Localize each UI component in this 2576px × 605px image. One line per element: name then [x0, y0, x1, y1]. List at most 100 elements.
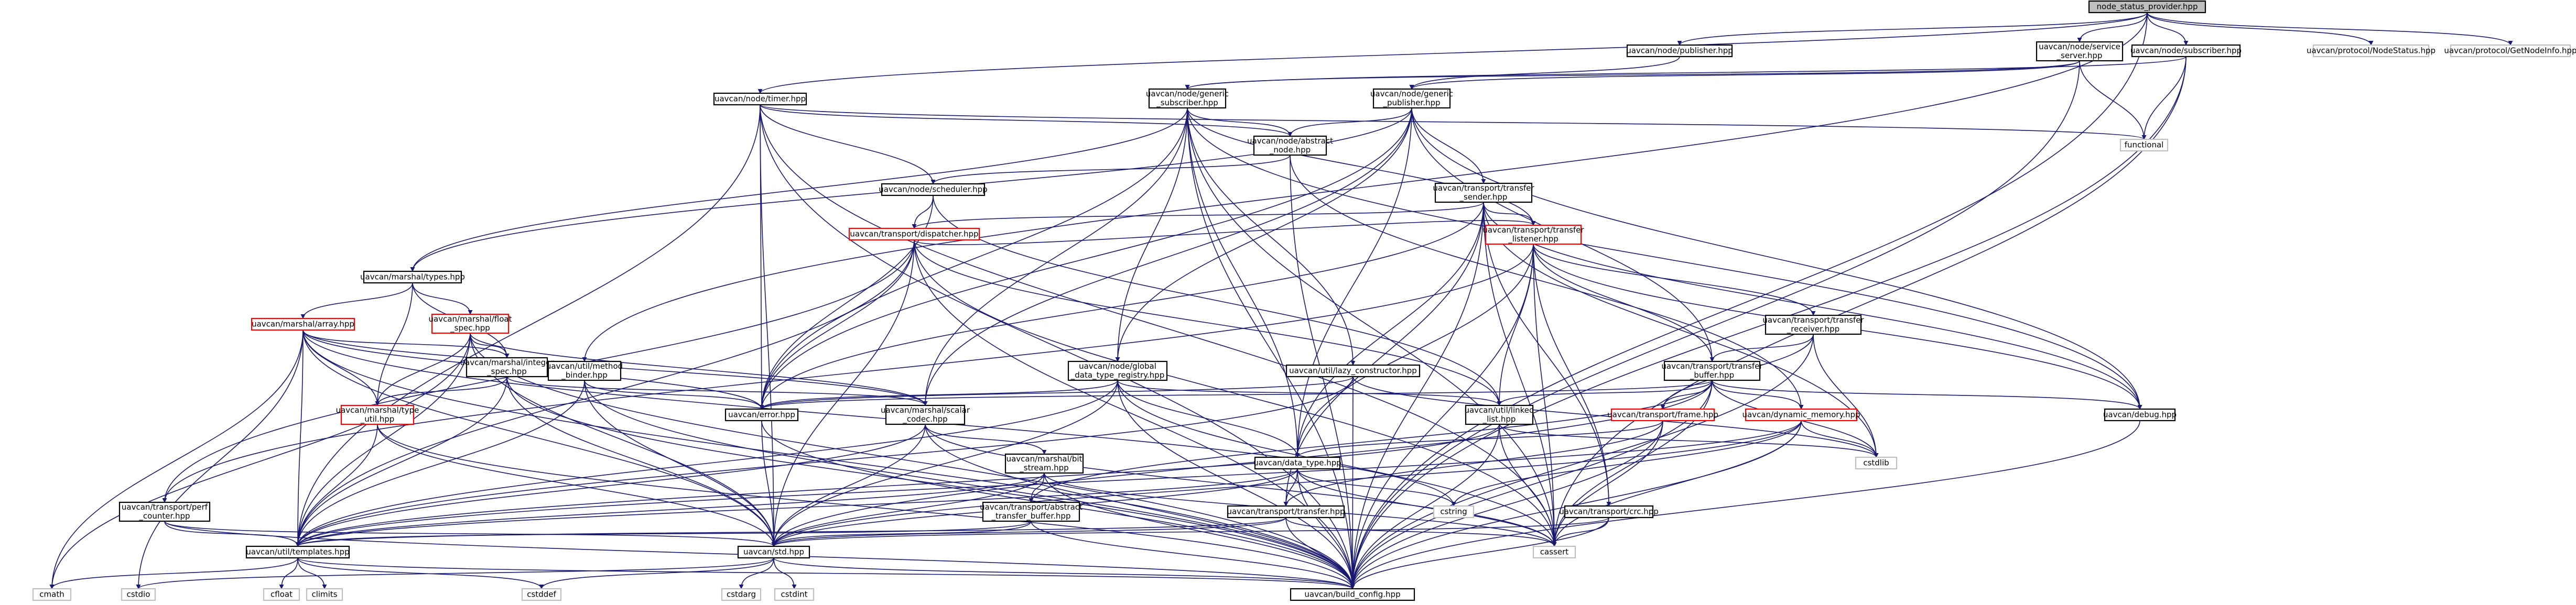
- node-box-cstdint: [774, 588, 815, 601]
- node-nodestatus: uavcan/protocol/NodeStatus.hpp: [2307, 44, 2436, 58]
- edge-generic_subscriber-to-lazy_constructor: [1187, 107, 1356, 366]
- node-box-publisher: [1626, 44, 1733, 58]
- node-box-cstdio: [121, 588, 156, 601]
- node-box-scalar_codec: [885, 404, 966, 425]
- node-marshal_array[interactable]: uavcan/marshal/array.hpp: [251, 317, 355, 331]
- node-timer[interactable]: uavcan/node/timer.hpp: [713, 92, 807, 106]
- node-label-scalar_codec-0: uavcan/marshal/scalar: [881, 405, 970, 415]
- edge-data_type-to-build_config: [1297, 468, 1355, 589]
- node-box-timer: [713, 92, 807, 106]
- node-label-bit_stream-1: _stream.hpp: [1019, 463, 1068, 473]
- node-box-error: [724, 408, 799, 422]
- node-label-perf_counter-0: uavcan/transport/perf: [122, 502, 208, 512]
- node-scheduler[interactable]: uavcan/node/scheduler.hpp: [879, 183, 988, 196]
- node-generic_publisher[interactable]: uavcan/node/generic_publisher.hpp: [1370, 88, 1453, 109]
- edge-dispatcher-to-transfer_listener: [914, 220, 1536, 245]
- node-label-bit_stream-0: uavcan/marshal/bit: [1006, 454, 1083, 464]
- node-error[interactable]: uavcan/error.hpp: [724, 408, 799, 422]
- edge-dynamic_memory-to-cstdlib: [1801, 420, 1879, 458]
- edge-templates-to-cstddef: [297, 557, 544, 589]
- node-method_binder[interactable]: uavcan/util/method_binder.hpp: [546, 360, 623, 381]
- edge-transfer_listener-to-data_type: [1295, 244, 1534, 458]
- node-cmath: cmath: [32, 588, 72, 601]
- node-label-transfer_listener-0: uavcan/transport/transfer: [1482, 225, 1584, 235]
- edge-timer-to-templates: [295, 104, 761, 547]
- edge-dispatcher-to-linked_list: [914, 239, 1502, 406]
- node-box-cstdarg: [721, 588, 762, 601]
- node-box-cstring: [1433, 505, 1475, 519]
- edge-generic_subscriber-to-abstract_node: [1187, 107, 1293, 137]
- node-bit_stream[interactable]: uavcan/marshal/bit_stream.hpp: [1004, 453, 1084, 474]
- edge-subscriber-to-cassert: [1552, 56, 2187, 547]
- node-linked_list[interactable]: uavcan/util/linked_list.hpp: [1464, 404, 1534, 425]
- node-scalar_codec[interactable]: uavcan/marshal/scalar_codec.hpp: [881, 404, 970, 425]
- node-box-dynamic_memory: [1745, 408, 1858, 422]
- node-label-type_util-1: _util.hpp: [360, 414, 395, 424]
- node-box-linked_list: [1465, 404, 1534, 425]
- node-generic_subscriber[interactable]: uavcan/node/generic_subscriber.hpp: [1146, 88, 1229, 109]
- edge-marshal_array-to-templates: [295, 329, 304, 547]
- node-label-transfer_receiver-1: _receiver.hpp: [1787, 324, 1839, 334]
- node-label-transfer_sender-0: uavcan/transport/transfer: [1433, 183, 1534, 193]
- node-label-service_server-0: uavcan/node/service: [2039, 42, 2120, 51]
- edge-dispatcher-to-templates: [295, 239, 915, 547]
- node-dynamic_memory[interactable]: uavcan/dynamic_memory.hpp: [1742, 408, 1860, 422]
- edge-float_spec-to-cmath: [49, 333, 471, 589]
- node-perf_counter[interactable]: uavcan/transport/perf_counter.hpp: [118, 501, 211, 522]
- edge-linked_list-to-cassert: [1499, 424, 1557, 547]
- edge-subscriber-to-generic_subscriber: [1185, 56, 2187, 90]
- node-box-generic_publisher: [1372, 88, 1451, 109]
- node-transfer_receiver[interactable]: uavcan/transport/transfer_receiver.hpp: [1762, 314, 1864, 335]
- edge-transfer_listener-to-crc: [1533, 244, 1611, 507]
- node-dispatcher[interactable]: uavcan/transport/dispatcher.hpp: [848, 227, 980, 241]
- node-transfer_sender[interactable]: uavcan/transport/transfer_sender.hpp: [1433, 182, 1534, 203]
- node-transfer_buffer[interactable]: uavcan/transport/transfer_buffer.hpp: [1661, 360, 1763, 381]
- edge-transfer_buffer-to-linked_list: [1497, 380, 1713, 406]
- node-label-abstract_node-1: _node.hpp: [1269, 145, 1311, 155]
- node-std[interactable]: uavcan/std.hpp: [737, 545, 810, 559]
- edge-transfer_listener-to-build_config: [1350, 244, 1534, 589]
- node-label-cstdarg-0: cstdarg: [727, 590, 756, 599]
- node-label-templates-0: uavcan/util/templates.hpp: [246, 547, 349, 557]
- edge-data_type-to-cstring: [1297, 468, 1456, 507]
- node-root[interactable]: node_status_provider.hpp: [2088, 0, 2206, 14]
- node-transfer_listener[interactable]: uavcan/transport/transfer_listener.hpp: [1482, 224, 1584, 245]
- node-marshal_types[interactable]: uavcan/marshal/types.hpp: [360, 270, 465, 284]
- edge-root-to-publisher: [1677, 12, 2148, 46]
- node-float_spec[interactable]: uavcan/marshal/float_spec.hpp: [429, 313, 512, 334]
- node-subscriber[interactable]: uavcan/node/subscriber.hpp: [2130, 44, 2242, 58]
- edge-generic_subscriber-to-marshal_types: [410, 107, 1188, 272]
- edge-dispatcher-to-std: [771, 239, 915, 547]
- node-box-cstdlib: [1855, 456, 1898, 470]
- node-service_server[interactable]: uavcan/node/service_server.hpp: [2036, 41, 2124, 62]
- node-abstract_transfer_buffer[interactable]: uavcan/transport/abstract_transfer_buffe…: [980, 501, 1083, 522]
- edge-generic_subscriber-to-build_config: [1187, 107, 1355, 589]
- node-integer_spec[interactable]: uavcan/marshal/integer_spec.hpp: [460, 357, 555, 378]
- edge-transfer_sender-to-cassert: [1483, 202, 1557, 547]
- edge-integer_spec-to-scalar_codec: [506, 376, 928, 406]
- node-label-service_server-1: _server.hpp: [2057, 51, 2103, 61]
- node-global_registry[interactable]: uavcan/node/global_data_type_registry.hp…: [1067, 360, 1168, 381]
- node-type_util[interactable]: uavcan/marshal/type_util.hpp: [336, 404, 419, 425]
- edge-bit_stream-to-std: [771, 472, 1045, 547]
- node-lazy_constructor[interactable]: uavcan/util/lazy_constructor.hpp: [1285, 364, 1421, 378]
- node-label-subscriber-0: uavcan/node/subscriber.hpp: [2130, 46, 2242, 56]
- node-transfer[interactable]: uavcan/transport/transfer.hpp: [1227, 505, 1345, 519]
- edge-timer-to-build_config: [760, 104, 1355, 589]
- node-build_config[interactable]: uavcan/build_config.hpp: [1290, 588, 1415, 601]
- node-label-transfer_buffer-0: uavcan/transport/transfer: [1661, 361, 1763, 371]
- node-box-service_server: [2036, 41, 2124, 62]
- node-frame[interactable]: uavcan/transport/frame.hpp: [1607, 408, 1718, 422]
- node-debug[interactable]: uavcan/debug.hpp: [2103, 408, 2177, 422]
- node-crc[interactable]: uavcan/transport/crc.hpp: [1559, 505, 1659, 519]
- node-publisher[interactable]: uavcan/node/publisher.hpp: [1626, 44, 1733, 58]
- edge-scalar_codec-to-bit_stream: [925, 424, 1047, 455]
- node-templates[interactable]: uavcan/util/templates.hpp: [245, 545, 350, 559]
- node-box-generic_subscriber: [1148, 88, 1227, 109]
- node-data_type[interactable]: uavcan/data_type.hpp: [1253, 456, 1341, 470]
- edge-dynamic_memory-to-build_config: [1350, 420, 1802, 589]
- edge-dynamic_memory-to-cassert: [1552, 420, 1802, 547]
- edge-marshal_array-to-type_util: [302, 329, 380, 406]
- node-label-cfloat-0: cfloat: [270, 590, 293, 599]
- node-abstract_node[interactable]: uavcan/node/abstract_node.hpp: [1247, 135, 1333, 156]
